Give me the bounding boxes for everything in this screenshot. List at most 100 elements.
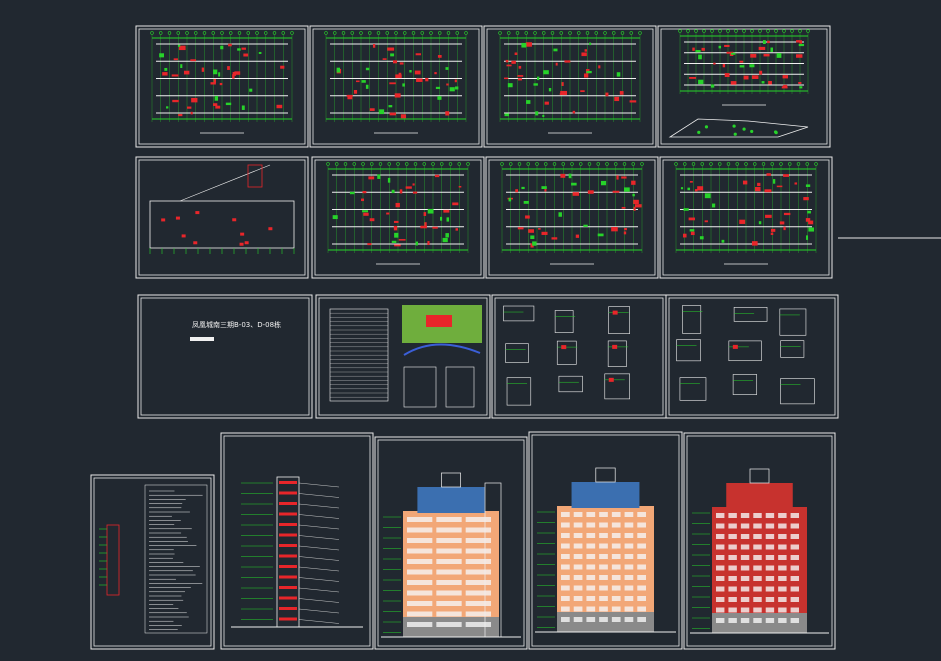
detail-drawing [679,377,707,401]
plan-element [518,65,522,69]
sheet-floor-plan-4[interactable] [311,156,485,279]
sheet-side-elevation[interactable] [374,436,528,650]
facade-window [624,585,634,591]
facade-window [765,576,775,581]
facade-window [637,596,646,601]
plan-element [808,227,815,232]
sheet-floor-plan-2[interactable] [309,25,483,148]
plan-element [454,79,457,83]
axis-bubble [324,31,328,35]
axis-bubble [500,162,504,166]
axis-bubble [220,31,224,35]
facade-window [624,543,634,549]
facade-window [790,576,799,581]
facade-window [765,513,775,518]
plan-element [616,175,619,180]
axis-bubble [440,162,444,166]
sheet-site-and-table[interactable] [315,294,491,419]
sheet-cover[interactable]: 凤凰城南三期B-03、D-08栋 [137,294,313,419]
sheet-design-notes[interactable] [90,474,215,650]
plan-element [391,189,395,194]
plan-element [799,86,803,89]
sheet-site-plan[interactable] [657,25,831,148]
facade-window [765,534,775,539]
plan-element [201,67,205,72]
sheet-border [135,156,309,279]
facade-window [624,575,634,580]
sheet-front-elevation[interactable] [528,431,683,650]
plan-element [175,216,180,220]
plan-element [730,81,737,85]
plan-element [172,99,179,103]
plan-element [530,243,534,248]
plan-element [533,83,538,86]
plan-element [178,45,186,51]
sheet-roof-plan[interactable] [135,156,309,279]
plan-element [689,229,695,232]
facade-window [611,596,621,601]
axis-bubble [403,31,407,35]
tree-symbol [704,125,709,129]
plan-element [726,51,730,54]
plan-element [633,206,636,211]
detail-drawing [505,343,529,363]
facade-window [740,586,750,592]
facade-window [753,576,762,581]
axis-bubble [605,162,609,166]
axis-bubble [790,29,794,33]
plan-element [783,212,791,216]
plan-element [739,65,745,68]
facade-window [561,606,570,612]
sheet-floor-plan-3[interactable] [483,25,657,148]
plan-element [241,105,245,110]
sheet-rear-elevation[interactable] [683,432,836,650]
facade-window [407,527,433,533]
facade-window [573,575,583,580]
sheet-floor-plan-1[interactable] [135,25,309,148]
plan-element [718,45,722,49]
facade-top [417,487,485,513]
facade-window [624,533,634,538]
axis-bubble [552,162,557,166]
axis-bubble [629,31,633,35]
axis-bubble [544,162,548,166]
plan-element [730,52,736,55]
sheet-floor-plan-5[interactable] [485,156,659,279]
plan-element [445,111,450,116]
axis-bubble [694,29,698,33]
sheet-details-2[interactable] [665,294,839,419]
axis-bubble [455,31,459,35]
facade-window [624,596,634,601]
plan-element [770,228,776,232]
plan-element [722,63,726,68]
plan-element [555,62,558,66]
axis-bubble [290,31,294,35]
detail-drawing [556,340,577,365]
plan-element [452,202,459,206]
facade-window [436,622,462,627]
sheet-floor-plan-6[interactable] [659,156,833,279]
plan-element [177,44,181,47]
plan-element [394,232,399,238]
plan-element [798,81,802,85]
plan-element [234,71,241,75]
axis-bubble [202,31,207,35]
facade-window [740,555,750,560]
sheet-border [315,294,491,419]
facade-window [716,544,725,550]
plan-element [807,210,811,214]
facade-window [573,606,583,612]
sheet-section[interactable] [220,432,374,650]
facade-window [790,607,799,613]
axis-bubble [272,31,277,35]
facade-window [611,575,621,580]
plan-element [232,218,237,222]
plan-element [434,72,437,75]
plan-element [711,203,716,208]
plan-element [511,60,516,64]
axis-bubble [561,162,565,166]
plan-element [542,114,545,117]
facade-window [765,565,775,571]
plan-element [347,94,353,100]
